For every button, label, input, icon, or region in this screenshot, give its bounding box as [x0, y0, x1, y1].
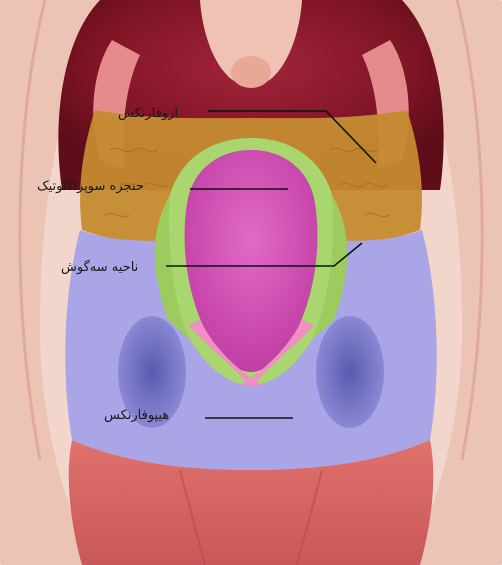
- label-triangular-region: ناحیه سه‌گوش: [61, 260, 138, 275]
- label-hypopharynx: هیپوفارنکس: [104, 408, 169, 423]
- label-oropharynx: اروفارنکس: [118, 106, 178, 121]
- label-supraglottic-larynx: حنجره سوپراگلوتیک: [37, 179, 144, 194]
- piriform-sinus-right: [316, 316, 384, 428]
